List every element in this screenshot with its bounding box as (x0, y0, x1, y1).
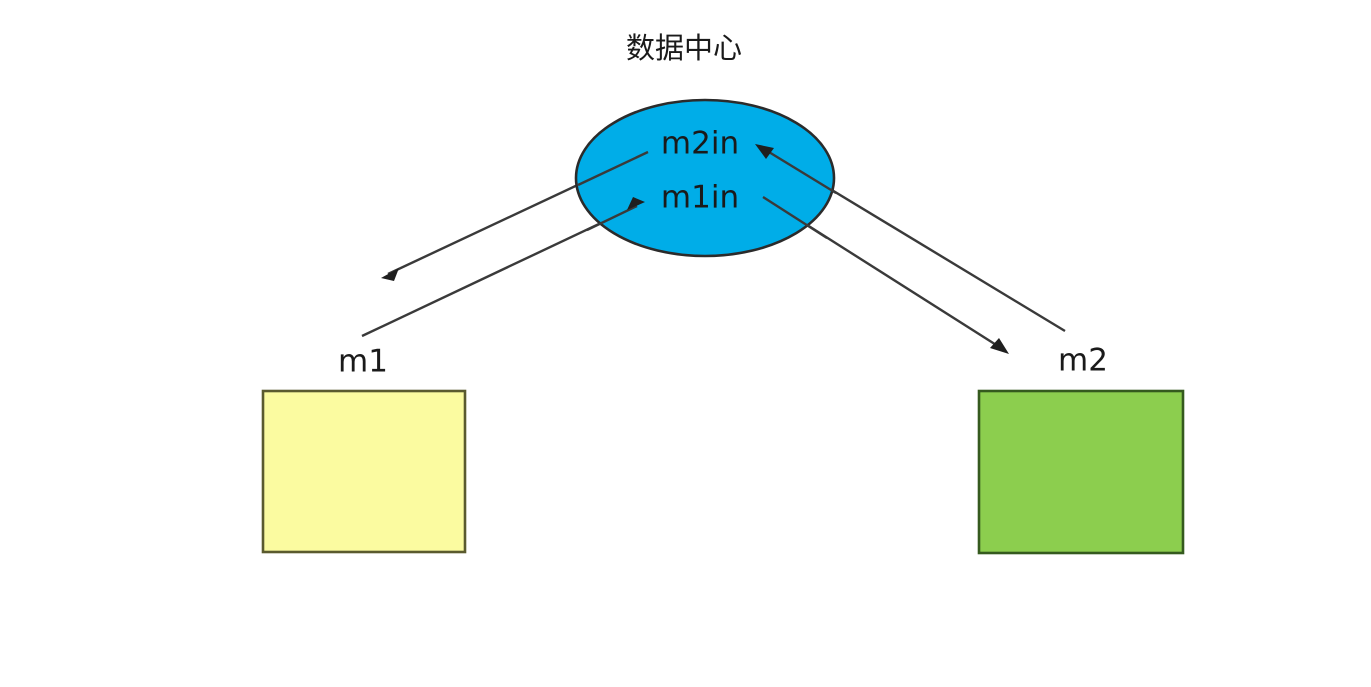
edge-m2-to-m2in-inner-segment (763, 147, 837, 195)
edge-overlays-inside-ellipse (577, 144, 837, 240)
node-m1[interactable]: m1 (261, 344, 467, 554)
edge-m1-to-m1in-arrowhead-overlay (627, 197, 645, 210)
edge-m1-to-m1in-inner-segment (586, 204, 638, 232)
diagram-title: 数据中心 (626, 31, 742, 65)
node-m2[interactable]: m2 (977, 343, 1185, 555)
edge-datacenter-to-m2-inner-segment (762, 195, 828, 240)
node-m1-rect-shape[interactable] (261, 389, 467, 554)
edge-datacenter-to-m1-inner-segment (577, 150, 649, 187)
datacenter-label-m2in: m2in (661, 126, 739, 162)
node-m1-label: m1 (338, 344, 388, 380)
edge-datacenter-to-m2-arrowhead (990, 338, 1009, 354)
datacenter-label-m1in: m1in (661, 180, 739, 216)
edge-datacenter-to-m1-arrowhead (381, 268, 399, 281)
node-m2-label: m2 (1058, 343, 1108, 379)
datacenter-ellipse-shape[interactable] (574, 98, 836, 258)
node-datacenter[interactable] (574, 98, 836, 258)
node-m2-rect-shape[interactable] (977, 389, 1185, 555)
edge-m2-to-m2in-arrowhead-overlay (755, 144, 774, 159)
